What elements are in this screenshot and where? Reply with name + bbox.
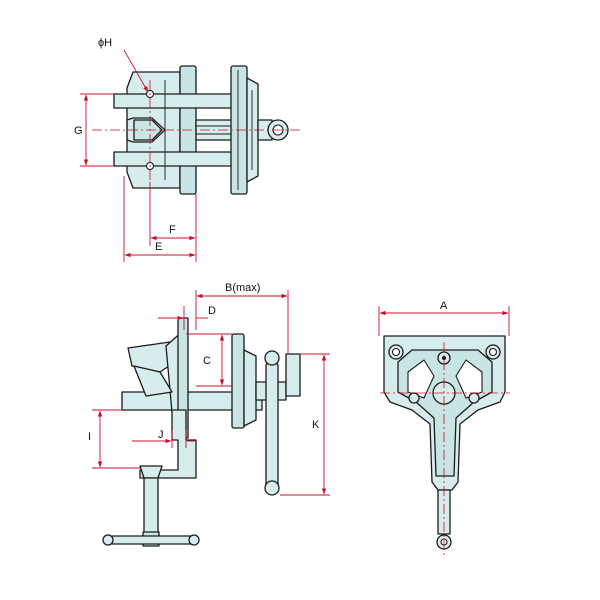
side-view-clamp-screw [143,477,159,535]
side-view-guide-rod [121,391,263,411]
front-view [383,335,506,550]
side-view-handle-bar [265,361,279,489]
front-view-side-boss-left [408,392,420,404]
label-k: K [312,419,320,431]
side-view-t-handle [107,535,195,545]
front-view-side-boss-right [468,392,480,404]
label-c: C [203,355,211,367]
front-view-cutout-right [455,359,483,399]
side-view-movable-jaw [231,333,245,429]
side-view-handle-knob-bottom [264,480,280,496]
label-d: D [208,305,216,317]
front-view-bolt-hole-right [488,347,498,357]
label-b-max: B(max) [225,282,260,294]
front-view-dimensions [378,306,510,336]
top-view [113,65,289,195]
side-view-t-handle-knob-left [102,534,114,546]
top-view-movable-jaw-back [246,77,259,183]
side-view-anvil-mid [133,365,173,397]
side-view-handle-knob-top [264,350,280,366]
top-view-v-notch [126,117,166,143]
front-view-cutout-left [407,359,435,399]
side-view-screw-end [285,353,301,397]
label-a: A [440,300,448,312]
label-g: G [74,125,83,137]
label-e: E [155,241,162,253]
label-j: J [158,429,164,441]
side-view [102,317,301,547]
side-view-dimensions [92,290,330,496]
top-view-dimensions [80,49,197,262]
label-phi-h: ϕH [98,37,112,49]
label-i: I [88,431,91,443]
side-view-clamp-pad [139,465,163,479]
label-f: F [169,224,176,236]
side-view-movable-jaw-back [243,349,257,427]
front-view-bolt-hole-left [391,347,401,357]
side-view-t-handle-knob-right [188,534,200,546]
